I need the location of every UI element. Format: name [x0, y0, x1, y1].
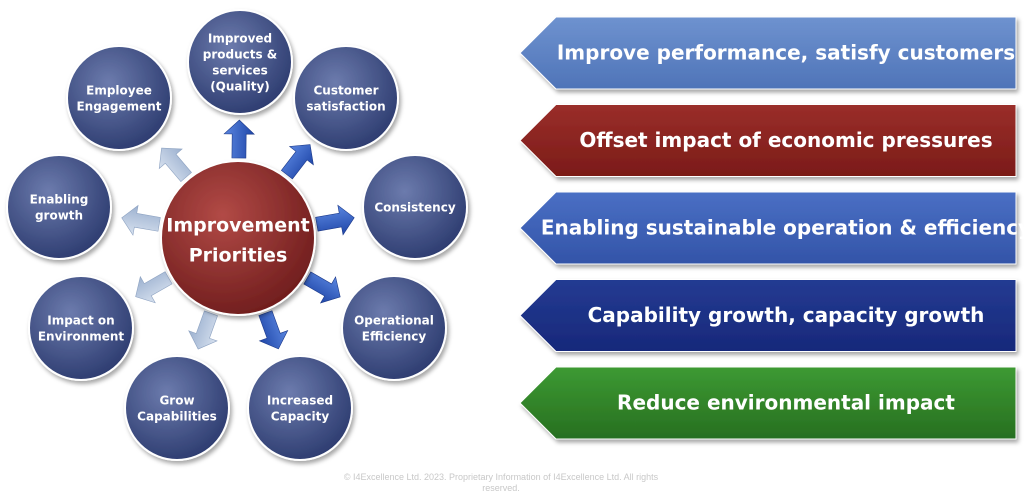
- node-consistency: Consistency: [362, 154, 468, 260]
- node-label-line: Employee: [86, 84, 152, 98]
- node-circle: [6, 154, 112, 260]
- node-circle: [341, 275, 447, 381]
- banner-5: Reduce environmental impact: [519, 366, 1017, 440]
- node-label-line: Efficiency: [362, 330, 427, 344]
- banner-shape: [519, 104, 1017, 177]
- node-circle: [362, 154, 468, 260]
- arrow-employee-engagement: [158, 147, 192, 183]
- center-title-line1: Improvement: [166, 215, 309, 237]
- node-label-line: Engagement: [76, 100, 161, 114]
- copyright-footer: © I4Excellence Ltd. 2023. Proprietary In…: [320, 472, 682, 494]
- center-title-line2: Priorities: [189, 245, 288, 267]
- node-impact-on-environment: Impact on Environment: [28, 275, 134, 381]
- banner-3: Enabling sustainable operation & efficie…: [519, 191, 1024, 265]
- node-label-line: Improved: [208, 32, 272, 46]
- arrow-impact-on-environment: [135, 271, 173, 304]
- center-node: Improvement Priorities: [160, 160, 316, 316]
- node-label-line: products &: [203, 48, 278, 62]
- node-label-line: Increased: [267, 394, 333, 408]
- node-label-line: Enabling: [30, 193, 89, 207]
- node-label-line: services: [212, 64, 268, 78]
- node-label-line: Grow: [159, 394, 194, 408]
- node-label-line: Impact on: [47, 314, 114, 328]
- banner-2: Offset impact of economic pressures: [519, 104, 1017, 177]
- node-circle: [293, 45, 399, 151]
- node-circle: [28, 275, 134, 381]
- center-circle: [160, 160, 316, 316]
- banner-4: Capability growth, capacity growth: [519, 279, 1017, 352]
- node-label-line: Consistency: [374, 201, 456, 215]
- node-customer-satisfaction: Customer satisfaction: [293, 45, 399, 151]
- node-label-line: growth: [35, 209, 83, 223]
- node-quality: Improved products & services (Quality): [187, 9, 293, 115]
- banners-layer: Improve performance, satisfy customersOf…: [519, 16, 1024, 440]
- banner-shape: [519, 279, 1017, 352]
- node-label-line: Operational: [354, 314, 434, 328]
- node-circle: [66, 45, 172, 151]
- node-label-line: Capacity: [271, 410, 330, 424]
- node-label-line: satisfaction: [306, 100, 385, 114]
- banner-shape: [519, 16, 1017, 90]
- nodes-layer: Improved products & services (Quality) Custo…: [6, 9, 468, 461]
- node-circle: [187, 9, 293, 115]
- node-circle: [124, 355, 230, 461]
- banner-text: Improve performance, satisfy customers: [557, 41, 1015, 65]
- node-label-line: (Quality): [210, 80, 270, 94]
- node-label-line: Capabilities: [137, 410, 217, 424]
- banner-text: Reduce environmental impact: [617, 391, 955, 415]
- node-enabling-growth: Enabling growth: [6, 154, 112, 260]
- banner-text: Enabling sustainable operation & efficie…: [541, 216, 1024, 240]
- node-label-line: Environment: [38, 330, 125, 344]
- footer-line2: reserved.: [482, 483, 520, 493]
- banner-1: Improve performance, satisfy customers: [519, 16, 1017, 90]
- arrow-enabling-growth: [121, 204, 161, 236]
- arrows-layer: [121, 119, 355, 350]
- arrow-quality: [223, 119, 255, 159]
- node-circle: [247, 355, 353, 461]
- banner-shape: [519, 191, 1017, 265]
- banner-text: Capability growth, capacity growth: [588, 303, 985, 327]
- footer-line1: © I4Excellence Ltd. 2023. Proprietary In…: [343, 472, 659, 482]
- arrow-customer-satisfaction: [280, 144, 314, 180]
- arrow-grow-capabilities: [188, 310, 218, 350]
- arrow-increased-capacity: [258, 310, 289, 350]
- arrow-operational-efficiency: [303, 271, 341, 304]
- node-label-line: Customer: [313, 84, 378, 98]
- banner-text: Offset impact of economic pressures: [579, 128, 992, 152]
- banner-shape: [519, 366, 1017, 440]
- arrow-consistency: [315, 204, 355, 236]
